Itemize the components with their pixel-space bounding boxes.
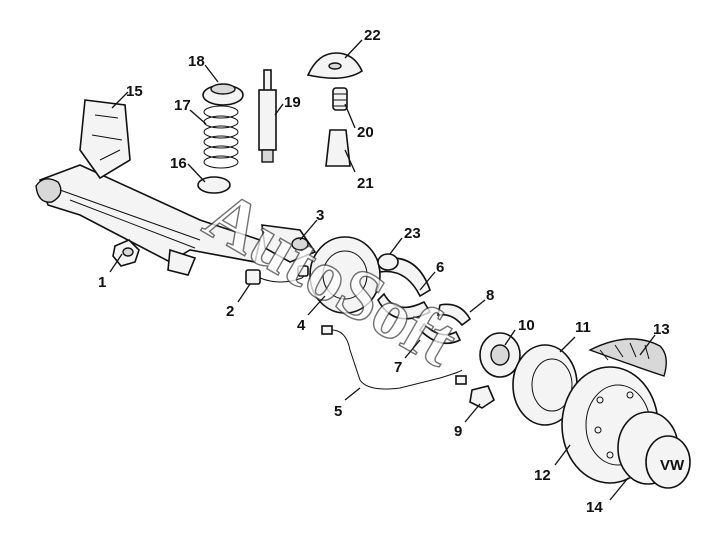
label-5: 5	[334, 403, 342, 420]
label-14: 14	[586, 499, 603, 516]
label-8: 8	[486, 287, 494, 304]
label-20: 20	[357, 124, 374, 141]
label-19: 19	[284, 94, 301, 111]
shock-absorber	[258, 69, 277, 163]
dust-boot	[325, 129, 351, 167]
label-2: 2	[226, 303, 234, 320]
spring-seat-upper	[202, 83, 244, 106]
svg-text:VW: VW	[660, 457, 685, 474]
label-13: 13	[653, 321, 670, 338]
leader-lines	[109, 39, 656, 501]
brake-hose	[245, 265, 309, 285]
label-11: 11	[575, 319, 591, 336]
label-21: 21	[357, 175, 374, 192]
wheel-bearing	[469, 385, 495, 409]
label-15: 15	[126, 83, 143, 100]
label-23: 23	[404, 225, 421, 242]
label-18: 18	[188, 53, 205, 70]
coil-spring	[203, 105, 239, 169]
wheel-cylinder	[377, 253, 399, 271]
back-plate	[309, 236, 381, 314]
label-10: 10	[518, 317, 535, 334]
label-7: 7	[394, 359, 402, 376]
label-17: 17	[174, 97, 191, 114]
label-9: 9	[454, 423, 462, 440]
hub	[479, 332, 521, 378]
spring-seat-lower	[197, 176, 231, 194]
bump-stop	[332, 87, 348, 111]
label-3: 3	[316, 207, 324, 224]
label-6: 6	[436, 259, 444, 276]
top-mount	[306, 52, 364, 79]
label-4: 4	[297, 317, 306, 334]
part-labels: 1 2 3 4 5 6 7 8 9 10 11 12 13 14 15 16 1…	[98, 27, 670, 516]
wheel-cover: VW	[617, 411, 691, 489]
rubber-bush	[112, 239, 140, 267]
adjuster	[436, 303, 472, 327]
tyre	[588, 338, 667, 377]
label-1: 1	[98, 274, 106, 291]
axle-beam	[35, 99, 261, 276]
label-16: 16	[170, 155, 187, 172]
brake-line	[321, 325, 467, 390]
label-12: 12	[534, 467, 551, 484]
stub-axle	[261, 224, 317, 263]
label-22: 22	[364, 27, 381, 44]
